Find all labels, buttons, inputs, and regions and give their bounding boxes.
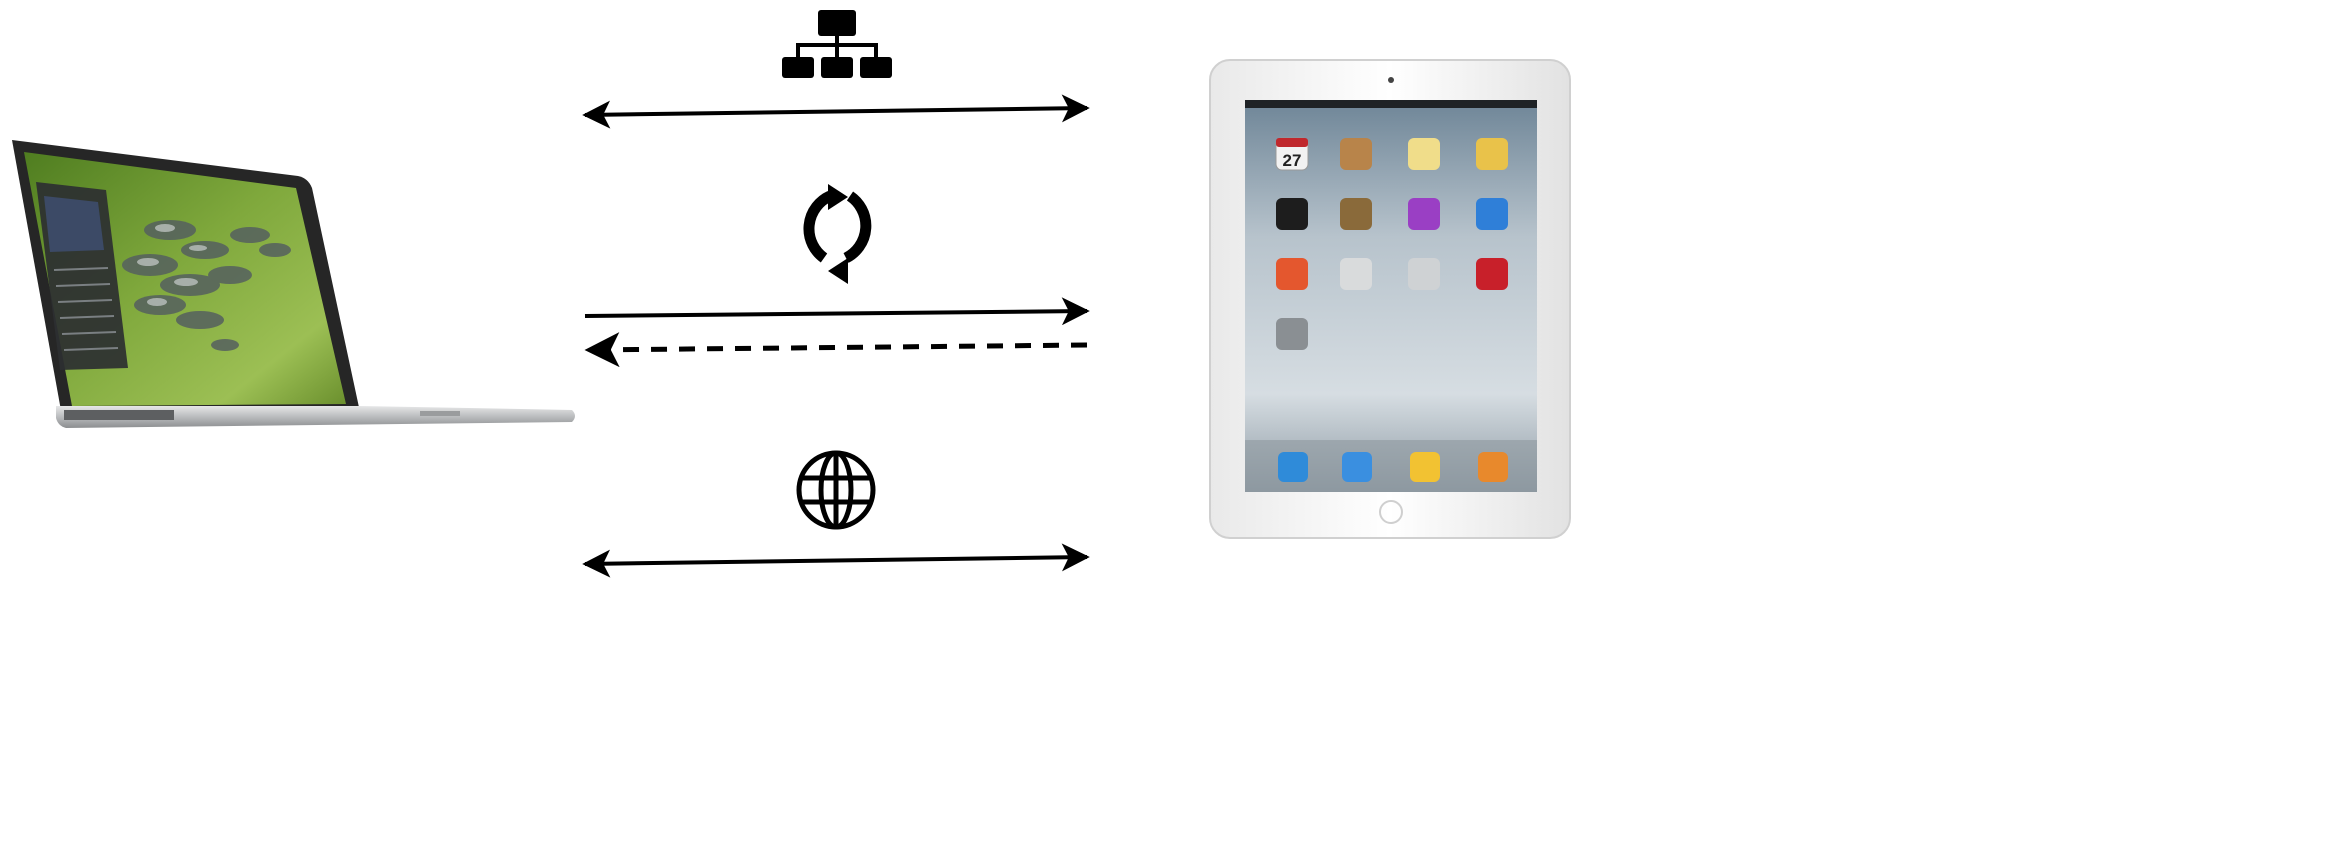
network-hierarchy-icon bbox=[782, 10, 892, 78]
internet-connection bbox=[582, 450, 1090, 578]
app-icon-grid: 27 bbox=[1275, 137, 1508, 350]
internet-arrow bbox=[582, 543, 1090, 578]
network-arrow bbox=[582, 94, 1090, 129]
sync-return-arrow bbox=[584, 332, 1088, 368]
calendar-day-label: 27 bbox=[1283, 151, 1302, 170]
laptop-icon bbox=[12, 140, 575, 428]
sync-forward-arrow bbox=[584, 297, 1090, 326]
tablet-icon: 27 bbox=[1209, 59, 1571, 539]
sync-icon bbox=[803, 184, 872, 284]
globe-icon bbox=[796, 450, 876, 530]
network-connection bbox=[582, 10, 1090, 129]
sync-connection bbox=[584, 184, 1090, 368]
